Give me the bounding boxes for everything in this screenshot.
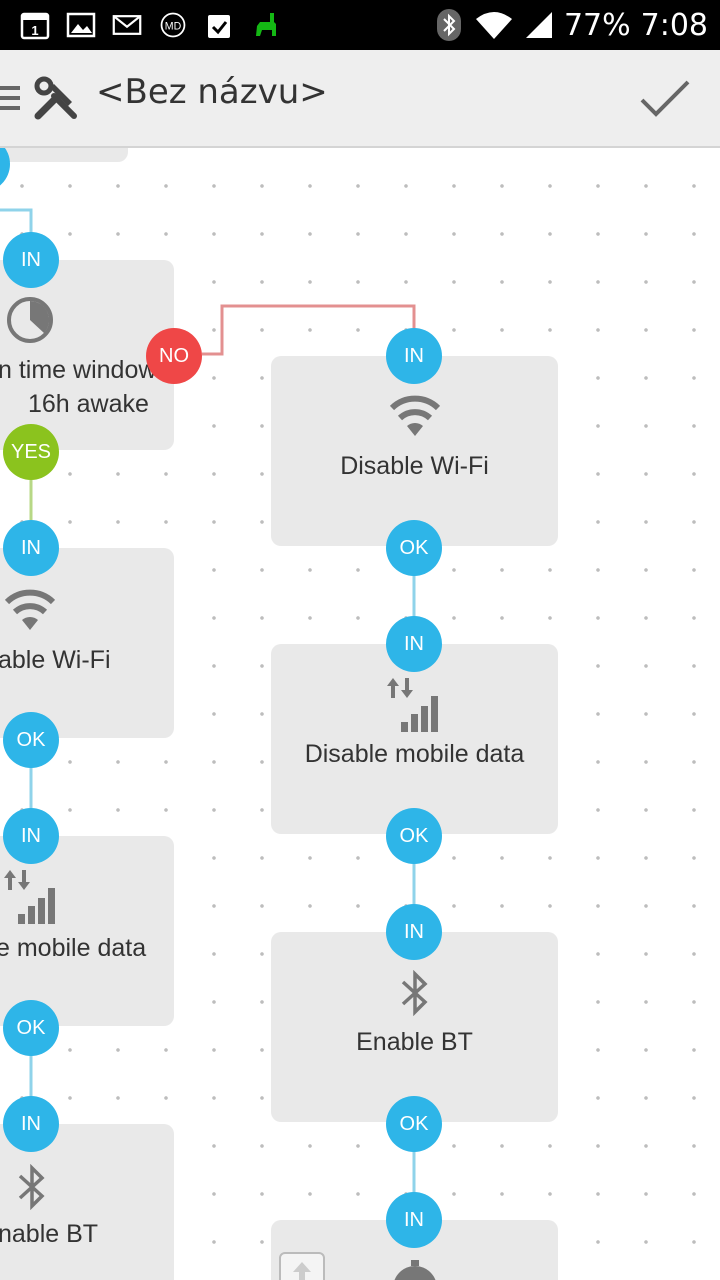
node-label: able Wi-Fi (0, 646, 111, 674)
time-window-in-port[interactable]: IN (3, 232, 59, 288)
enable-bt-node[interactable]: Enable BT (271, 932, 558, 1122)
enable-bt-in-port[interactable]: IN (386, 904, 442, 960)
disable-wifi-node[interactable]: Disable Wi-Fi (271, 356, 558, 546)
time-window-node[interactable]: n time window 16h awake (0, 260, 174, 450)
left-mobile-data-node[interactable]: e mobile data (0, 836, 174, 1026)
next-in-port[interactable]: IN (386, 1192, 442, 1248)
wire-no (202, 304, 416, 356)
wifi-icon (2, 586, 58, 636)
left-wifi-ok-port[interactable]: OK (3, 712, 59, 768)
llama-icon (250, 10, 280, 40)
bluetooth-icon (434, 9, 464, 41)
page-title: <Bez názvu> (96, 72, 328, 112)
cell-signal-icon (524, 10, 554, 40)
flow-canvas[interactable]: n time window 16h awake IN NO YES able W… (0, 146, 720, 1280)
status-bar: 1 MD (0, 0, 720, 50)
timer-icon (391, 1260, 439, 1280)
node-label: e mobile data (0, 934, 147, 962)
previous-node[interactable] (0, 146, 128, 162)
svg-text:MD: MD (165, 20, 182, 32)
time-window-no-port[interactable]: NO (146, 328, 202, 384)
next-node[interactable] (271, 1220, 558, 1280)
notification-icons: 1 MD (20, 8, 280, 42)
bluetooth-icon (399, 969, 431, 1020)
save-check-button[interactable] (638, 74, 692, 124)
node-label: n time window (0, 356, 157, 384)
disable-wifi-in-port[interactable]: IN (386, 328, 442, 384)
bluetooth-icon (16, 1163, 48, 1214)
previous-ok-port[interactable] (0, 146, 10, 192)
left-mobile-ok-port[interactable]: OK (3, 1000, 59, 1056)
gallery-icon (66, 10, 96, 40)
node-label: nable BT (0, 1220, 99, 1248)
node-label: Enable BT (356, 1028, 473, 1056)
disable-mobile-data-node[interactable]: Disable mobile data (271, 644, 558, 834)
clipboard-check-icon (204, 10, 234, 40)
tools-icon[interactable] (32, 76, 80, 124)
drawer-icon[interactable] (0, 84, 20, 112)
clock-time: 7:08 (640, 7, 708, 43)
mobile-data-icon (4, 866, 60, 930)
left-bt-in-port[interactable]: IN (3, 1096, 59, 1152)
node-label: Disable Wi-Fi (340, 452, 489, 480)
app-bar: <Bez názvu> (0, 50, 720, 148)
time-window-yes-port[interactable]: YES (3, 424, 59, 480)
system-icons: 77% 7:08 (434, 0, 708, 50)
battery-percent: 77% (563, 7, 631, 43)
node-label: Disable mobile data (304, 740, 525, 768)
left-mobile-in-port[interactable]: IN (3, 808, 59, 864)
left-wifi-in-port[interactable]: IN (3, 520, 59, 576)
clock-icon (6, 296, 54, 348)
enable-bt-ok-port[interactable]: OK (386, 1096, 442, 1152)
move-handle-icon[interactable] (279, 1252, 325, 1280)
calendar-icon: 1 (20, 10, 50, 40)
disable-mobile-ok-port[interactable]: OK (386, 808, 442, 864)
wifi-icon (474, 10, 514, 40)
node-label: 16h awake (28, 390, 149, 418)
calendar-day: 1 (31, 23, 38, 38)
wifi-icon (387, 392, 443, 442)
disable-mobile-in-port[interactable]: IN (386, 616, 442, 672)
mdrive-icon: MD (158, 10, 188, 40)
disable-wifi-ok-port[interactable]: OK (386, 520, 442, 576)
mobile-data-icon (387, 674, 443, 738)
left-wifi-node[interactable]: able Wi-Fi (0, 548, 174, 738)
check-icon (640, 80, 690, 117)
gmail-icon (112, 10, 142, 40)
